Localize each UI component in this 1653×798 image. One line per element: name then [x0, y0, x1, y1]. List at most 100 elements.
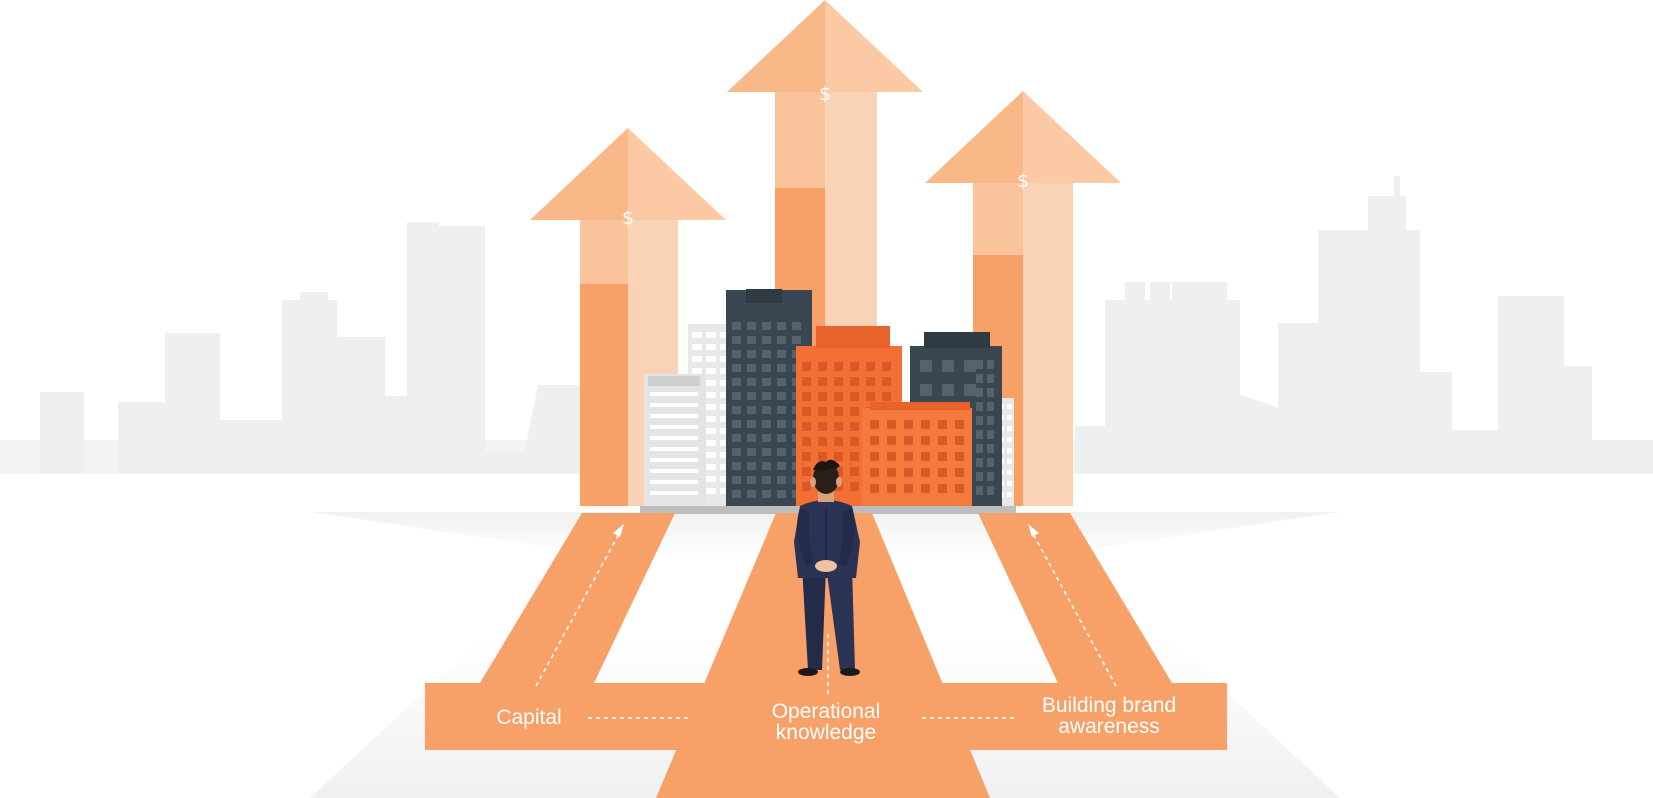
window [720, 440, 730, 446]
window [732, 336, 741, 344]
window [802, 467, 811, 476]
window [802, 422, 811, 431]
window [720, 452, 730, 458]
window [938, 468, 947, 477]
window [850, 437, 859, 446]
window [1007, 415, 1012, 420]
window [747, 476, 756, 484]
window [976, 472, 983, 481]
window [706, 476, 716, 482]
window [818, 422, 827, 431]
window [921, 420, 930, 429]
label-brand-line1: Building brand [1041, 694, 1177, 717]
window [802, 392, 811, 401]
window [938, 436, 947, 445]
window [762, 322, 771, 330]
window [834, 362, 843, 371]
window [792, 336, 801, 344]
window [777, 378, 786, 386]
window [762, 364, 771, 372]
window [834, 392, 843, 401]
window [964, 384, 976, 396]
window [976, 458, 983, 467]
window [762, 448, 771, 456]
arrow-up-icon [1028, 524, 1039, 537]
window [976, 360, 983, 369]
window [732, 448, 741, 456]
dollar-icon: $ [621, 207, 635, 229]
window [870, 468, 879, 477]
window [850, 452, 859, 461]
window [887, 468, 896, 477]
window-stripe [650, 480, 698, 484]
window [732, 392, 741, 400]
window [1007, 448, 1012, 453]
label-operational-line1: Operational [771, 700, 881, 723]
window [692, 368, 702, 374]
window [747, 336, 756, 344]
window [747, 420, 756, 428]
window [777, 448, 786, 456]
window [692, 356, 702, 362]
window [818, 437, 827, 446]
window [706, 464, 716, 470]
window [1007, 437, 1012, 442]
window [834, 422, 843, 431]
window [802, 407, 811, 416]
window [987, 416, 994, 425]
window [706, 452, 716, 458]
window-stripe [650, 447, 698, 451]
window [1007, 426, 1012, 431]
window [706, 428, 716, 434]
window [976, 430, 983, 439]
orange-building-lower [862, 408, 972, 508]
window [834, 452, 843, 461]
window [955, 420, 964, 429]
window-stripe [650, 425, 698, 429]
dollar-icon: $ [1016, 170, 1030, 192]
window [762, 350, 771, 358]
window-stripe [650, 403, 698, 407]
window [777, 462, 786, 470]
businessman-icon [794, 459, 860, 676]
window [762, 434, 771, 442]
window [706, 368, 716, 374]
window [904, 420, 913, 429]
window [720, 488, 730, 494]
window [850, 407, 859, 416]
window [955, 436, 964, 445]
window [747, 434, 756, 442]
window [987, 360, 994, 369]
window [720, 356, 730, 362]
window [987, 444, 994, 453]
growth-arrow-left [530, 128, 726, 506]
window [987, 472, 994, 481]
window [976, 374, 983, 383]
window [747, 350, 756, 358]
window [976, 444, 983, 453]
window [802, 362, 811, 371]
window [834, 377, 843, 386]
window [976, 402, 983, 411]
window [732, 476, 741, 484]
window [955, 468, 964, 477]
window [987, 388, 994, 397]
window [762, 462, 771, 470]
window [747, 378, 756, 386]
window [732, 406, 741, 414]
window [706, 488, 716, 494]
arrow-heads [613, 524, 1039, 537]
window [882, 377, 891, 386]
window [1007, 492, 1012, 497]
window [802, 437, 811, 446]
window [732, 434, 741, 442]
window [938, 420, 947, 429]
window [762, 378, 771, 386]
window [870, 484, 879, 493]
label-operational-line2: knowledge [775, 721, 877, 744]
window-stripe [650, 469, 698, 473]
window [955, 452, 964, 461]
window [720, 404, 730, 410]
road-center [656, 513, 990, 798]
